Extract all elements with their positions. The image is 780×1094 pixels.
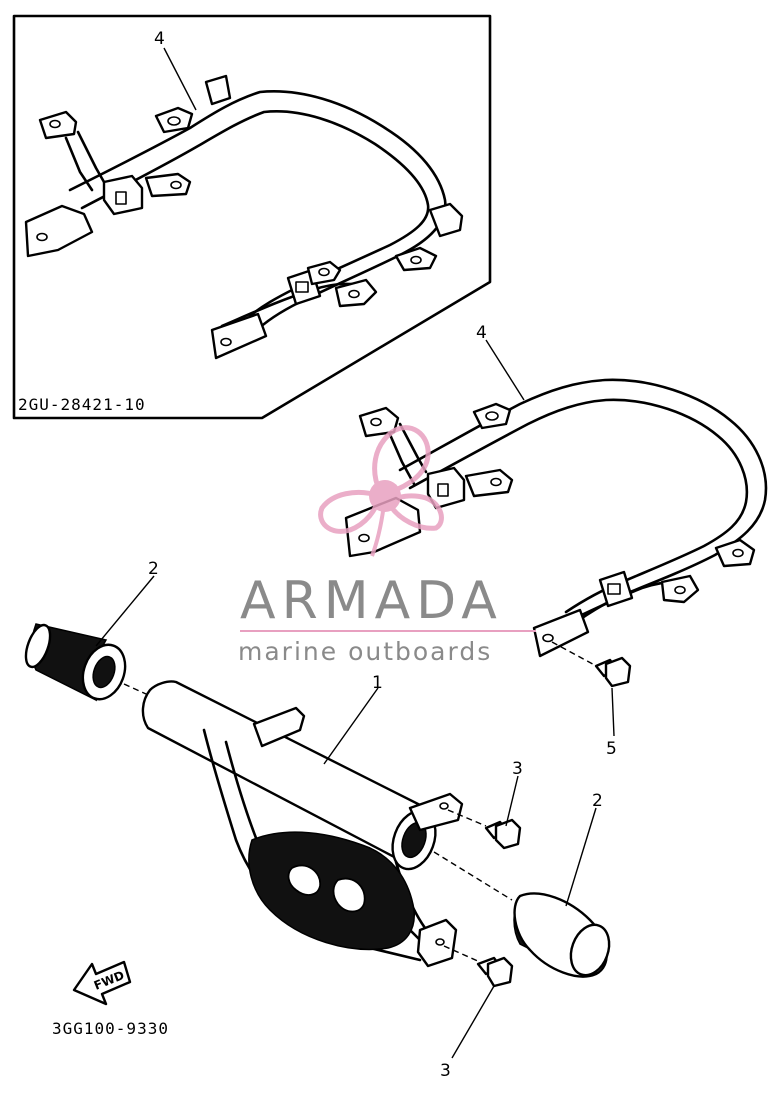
propeller-logo-icon <box>318 425 444 557</box>
callout-main-bar: 1 <box>372 673 383 693</box>
callout-right-cap: 2 <box>592 791 603 811</box>
callout-bolt-upper: 3 <box>512 759 523 779</box>
callout-leaders <box>95 47 615 1059</box>
callout-main-handle: 4 <box>476 323 487 343</box>
watermark-tagline: marine outboards <box>238 637 492 666</box>
end-cap-right <box>513 892 611 978</box>
bolt-lower <box>476 956 514 988</box>
fwd-arrow-icon: FWD <box>72 960 132 1006</box>
bolt-right <box>594 656 632 688</box>
guard-bar <box>141 680 513 968</box>
inset-grab-handle <box>24 74 464 360</box>
callout-left-cap: 2 <box>148 559 159 579</box>
callout-bolt-right: 5 <box>606 739 617 759</box>
inset-panel <box>12 14 492 420</box>
end-cap-left <box>24 623 147 702</box>
watermark-brand: ARMADA <box>240 571 503 631</box>
watermark: ARMADA marine outboards <box>238 425 536 666</box>
callout-inset-handle: 4 <box>154 29 165 49</box>
watermark-rule <box>240 630 536 632</box>
inset-part-number: 2GU-28421-10 <box>18 395 146 414</box>
callout-bolt-lower: 3 <box>440 1061 451 1081</box>
bolt-upper <box>484 818 522 850</box>
grab-handle <box>344 378 768 669</box>
diagram-part-number: 3GG100-9330 <box>52 1019 169 1038</box>
